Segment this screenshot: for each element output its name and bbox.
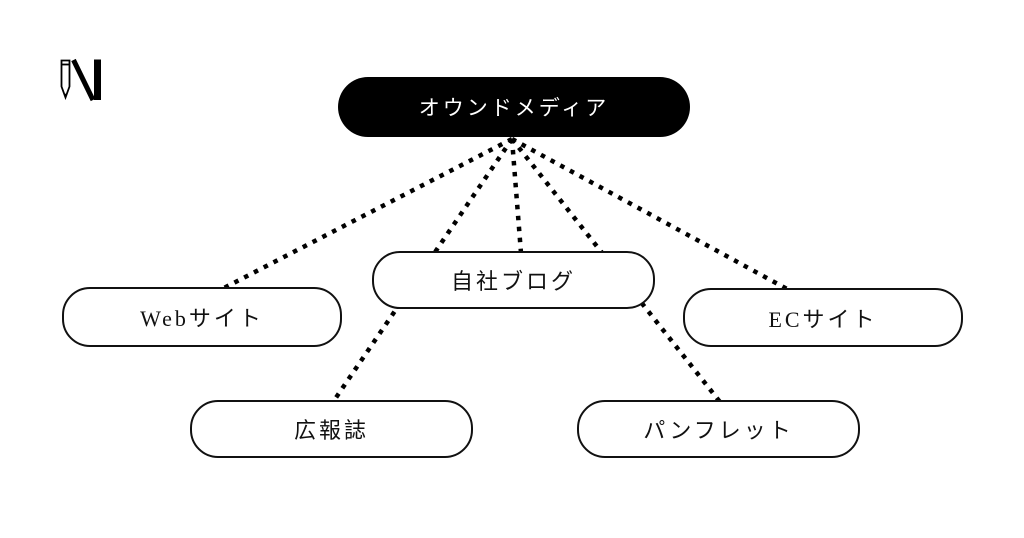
node-ec-site-label: ECサイト — [768, 306, 878, 332]
node-pr-magazine-label: 広報誌 — [293, 418, 369, 443]
node-pr-magazine: 広報誌 — [190, 400, 473, 458]
node-company-blog-label: 自社ブログ — [450, 269, 576, 294]
edge-root-blog — [509, 138, 524, 254]
node-owned-media: オウンドメディア — [338, 77, 690, 137]
node-company-blog: 自社ブログ — [372, 251, 655, 309]
edge-root-ec — [510, 137, 789, 291]
node-pamphlet: パンフレット — [577, 400, 860, 458]
node-web-site: Webサイト — [62, 287, 342, 347]
node-ec-site: ECサイト — [683, 288, 963, 347]
node-owned-media-label: オウンドメディア — [418, 96, 610, 120]
pencil-n-logo-icon — [55, 57, 105, 103]
node-web-site-label: Webサイト — [140, 306, 264, 331]
edge-root-koho — [331, 137, 514, 404]
node-pamphlet-label: パンフレット — [643, 418, 794, 443]
